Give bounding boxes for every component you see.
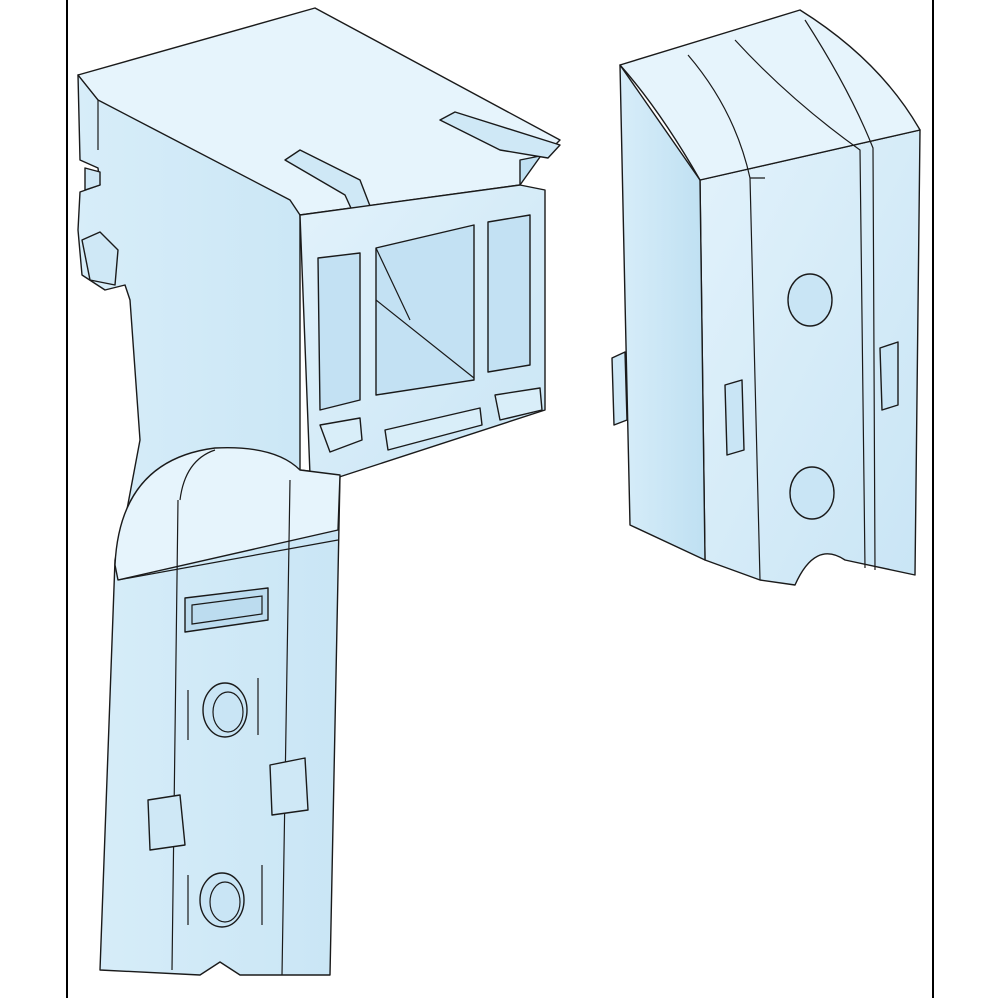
block-hole-upper — [787, 273, 833, 327]
bracket-arm-top — [114, 446, 341, 581]
bracket-teeth — [319, 387, 543, 453]
block-front — [699, 129, 921, 586]
arm-hole-lower — [199, 872, 245, 928]
top-slot-right — [439, 111, 561, 159]
side-notch-top — [84, 167, 101, 191]
side-notch-bottom — [81, 231, 119, 286]
illustration-frame — [66, 0, 934, 998]
arm-clip-right — [269, 757, 309, 816]
box-opening-right — [487, 214, 531, 373]
block-slot-right — [879, 341, 899, 411]
box-opening-center — [375, 224, 475, 396]
arm-rect-slot — [184, 587, 269, 633]
block-top — [619, 9, 921, 181]
block-slot-left — [724, 379, 745, 456]
box-opening-left — [317, 252, 361, 411]
block-side-tab — [611, 351, 628, 426]
mounting-bracket — [77, 7, 561, 976]
block-side — [619, 64, 706, 561]
clamp-block — [611, 9, 921, 586]
bracket-top-face — [77, 7, 561, 216]
block-hole-lower — [789, 466, 835, 520]
arm-hole-upper — [202, 682, 248, 738]
arm-clip-left — [147, 794, 186, 851]
